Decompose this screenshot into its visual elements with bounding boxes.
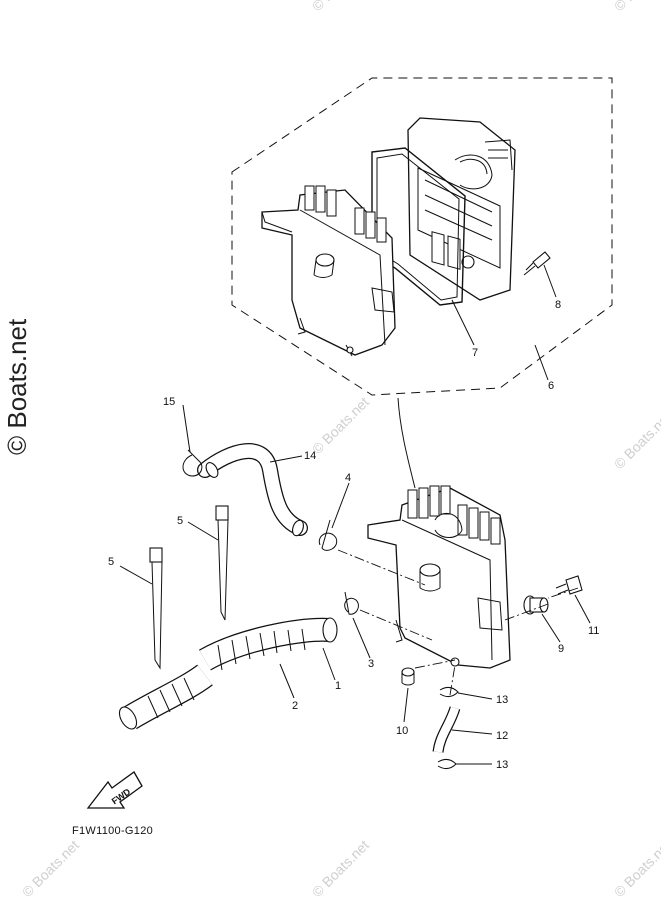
cable-tie-left — [149, 547, 163, 670]
hose-2 — [118, 664, 213, 730]
callout-12: 12 — [496, 730, 508, 742]
upper-assembly — [261, 117, 551, 357]
callout-14: 14 — [304, 450, 316, 462]
watermark-bottom-right: © Boats.net — [611, 837, 661, 900]
callout-13-upper: 13 — [496, 694, 508, 706]
callout-4: 4 — [345, 472, 351, 484]
watermark-bottom-center: © Boats.net — [309, 837, 372, 900]
rear-cover — [407, 117, 516, 301]
callout-5-left: 5 — [108, 556, 114, 568]
callout-8: 8 — [555, 299, 561, 311]
fwd-arrow: FWD — [86, 771, 143, 809]
callout-10: 10 — [396, 725, 408, 737]
collar-10 — [401, 667, 415, 686]
cable-tie-right — [215, 505, 229, 621]
plug-9 — [523, 595, 549, 615]
clip-13-lower — [437, 758, 457, 770]
screw-8 — [523, 251, 551, 276]
watermark-bottom-left: © Boats.net — [19, 837, 82, 900]
callout-1: 1 — [335, 680, 341, 692]
hose-12 — [432, 706, 461, 753]
hose-1 — [199, 617, 338, 671]
hose-14 — [197, 443, 308, 537]
watermark-mid-right: © Boats.net — [611, 409, 661, 472]
callout-5-right: 5 — [177, 515, 183, 527]
watermark-top-right: © Boats.net — [611, 0, 661, 14]
callout-6: 6 — [548, 380, 554, 392]
clamp-15 — [182, 449, 203, 477]
leader-lines — [119, 264, 591, 765]
callout-2: 2 — [292, 700, 298, 712]
callout-7: 7 — [472, 347, 478, 359]
lower-assembly — [367, 485, 511, 669]
clamp-3 — [344, 591, 359, 615]
clip-13-upper — [439, 686, 459, 698]
clamp-4 — [318, 519, 338, 551]
watermark-top-center: © Boats.net — [309, 0, 372, 14]
watermark-main: © Boats.net — [2, 318, 32, 455]
callout-9: 9 — [558, 643, 564, 655]
callout-13-lower: 13 — [496, 759, 508, 771]
diagram-code: F1W1100-G120 — [72, 825, 153, 837]
bolt-11 — [555, 575, 583, 595]
callout-3: 3 — [368, 658, 374, 670]
front-body — [261, 185, 396, 357]
callout-11: 11 — [588, 625, 599, 637]
relation-lines — [337, 549, 579, 696]
callout-15: 15 — [163, 396, 175, 408]
callouts: 1 2 3 4 5 5 6 7 8 9 10 11 12 13 13 14 15 — [108, 299, 599, 771]
watermark-mid-center: © Boats.net — [309, 394, 372, 457]
assembly-boundary — [231, 77, 613, 396]
